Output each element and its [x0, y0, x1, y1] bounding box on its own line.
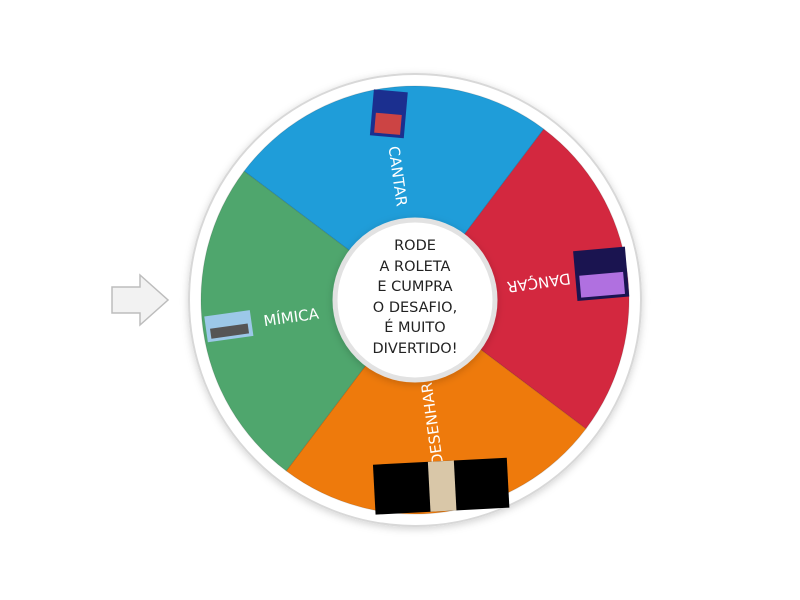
arrow-right-icon [111, 273, 170, 327]
wheel-segment-0 [243, 85, 545, 301]
singer-microphone-image [369, 89, 408, 139]
mime-people-image [204, 310, 254, 343]
drawing-hands-image [372, 457, 510, 515]
dancers-stage-image [573, 246, 630, 302]
center-text: RODE A ROLETA E CUMPRA O DESAFIO, É MUIT… [372, 238, 458, 357]
wheel-segment-2 [285, 299, 587, 515]
wheel-segment-3 [200, 170, 416, 472]
center-hub[interactable] [332, 217, 498, 383]
